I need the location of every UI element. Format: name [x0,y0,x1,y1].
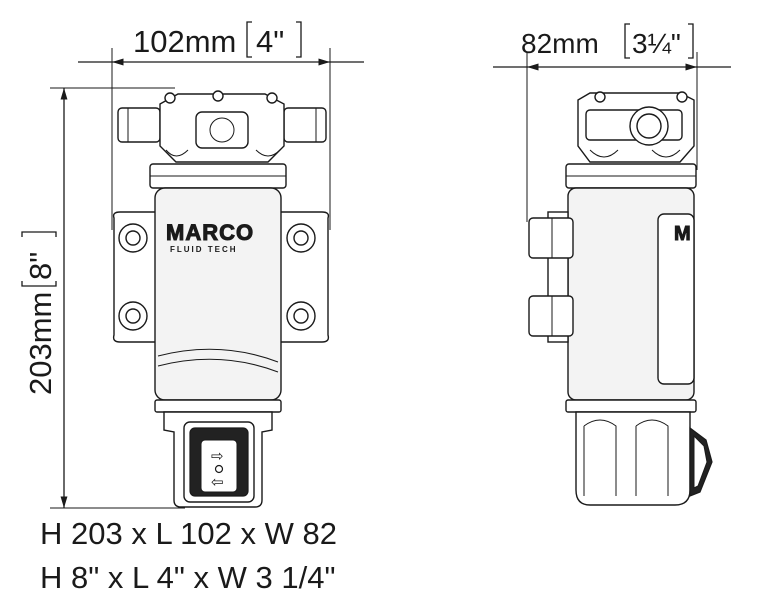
mount-hole-top-left [118,223,148,253]
dimensions-summary-metric: H 203 x L 102 x W 82 [40,516,337,551]
brand-subtitle: FLUID TECH [170,245,238,254]
arrow-left-icon: ⇦ [211,473,224,491]
side-view: 82mm 3¼" M [493,23,731,506]
front-width-inch: 4" [256,24,284,59]
front-width-dimension: 102mm 4" [78,21,364,230]
mount-hole-bottom-right [286,301,316,331]
side-width-inch: 3¼" [632,28,681,59]
front-view: 102mm 4" 203mm 8" [21,21,364,509]
mount-hole-bottom-left [118,301,148,331]
arrow-right-icon: ⇨ [211,447,224,465]
mount-hole-top-right [286,223,316,253]
brand-logo: MARCO [166,220,254,245]
side-pump-drawing: M [528,91,713,506]
front-pump-drawing: MARCO FLUID TECH ⇨ ⇦ [112,90,330,508]
front-height-inch: 8" [23,252,58,280]
side-width-dimension: 82mm 3¼" [493,23,731,222]
front-width-label: 102mm [133,24,236,59]
side-width-label: 82mm [521,28,599,59]
dimensions-summary-imperial: H 8" x L 4" x W 3 1/4" [40,560,336,595]
svg-text:M: M [674,223,691,245]
front-height-dimension: 203mm 8" [21,87,185,509]
front-height-label: 203mm [23,292,58,395]
circle-icon [214,464,224,474]
